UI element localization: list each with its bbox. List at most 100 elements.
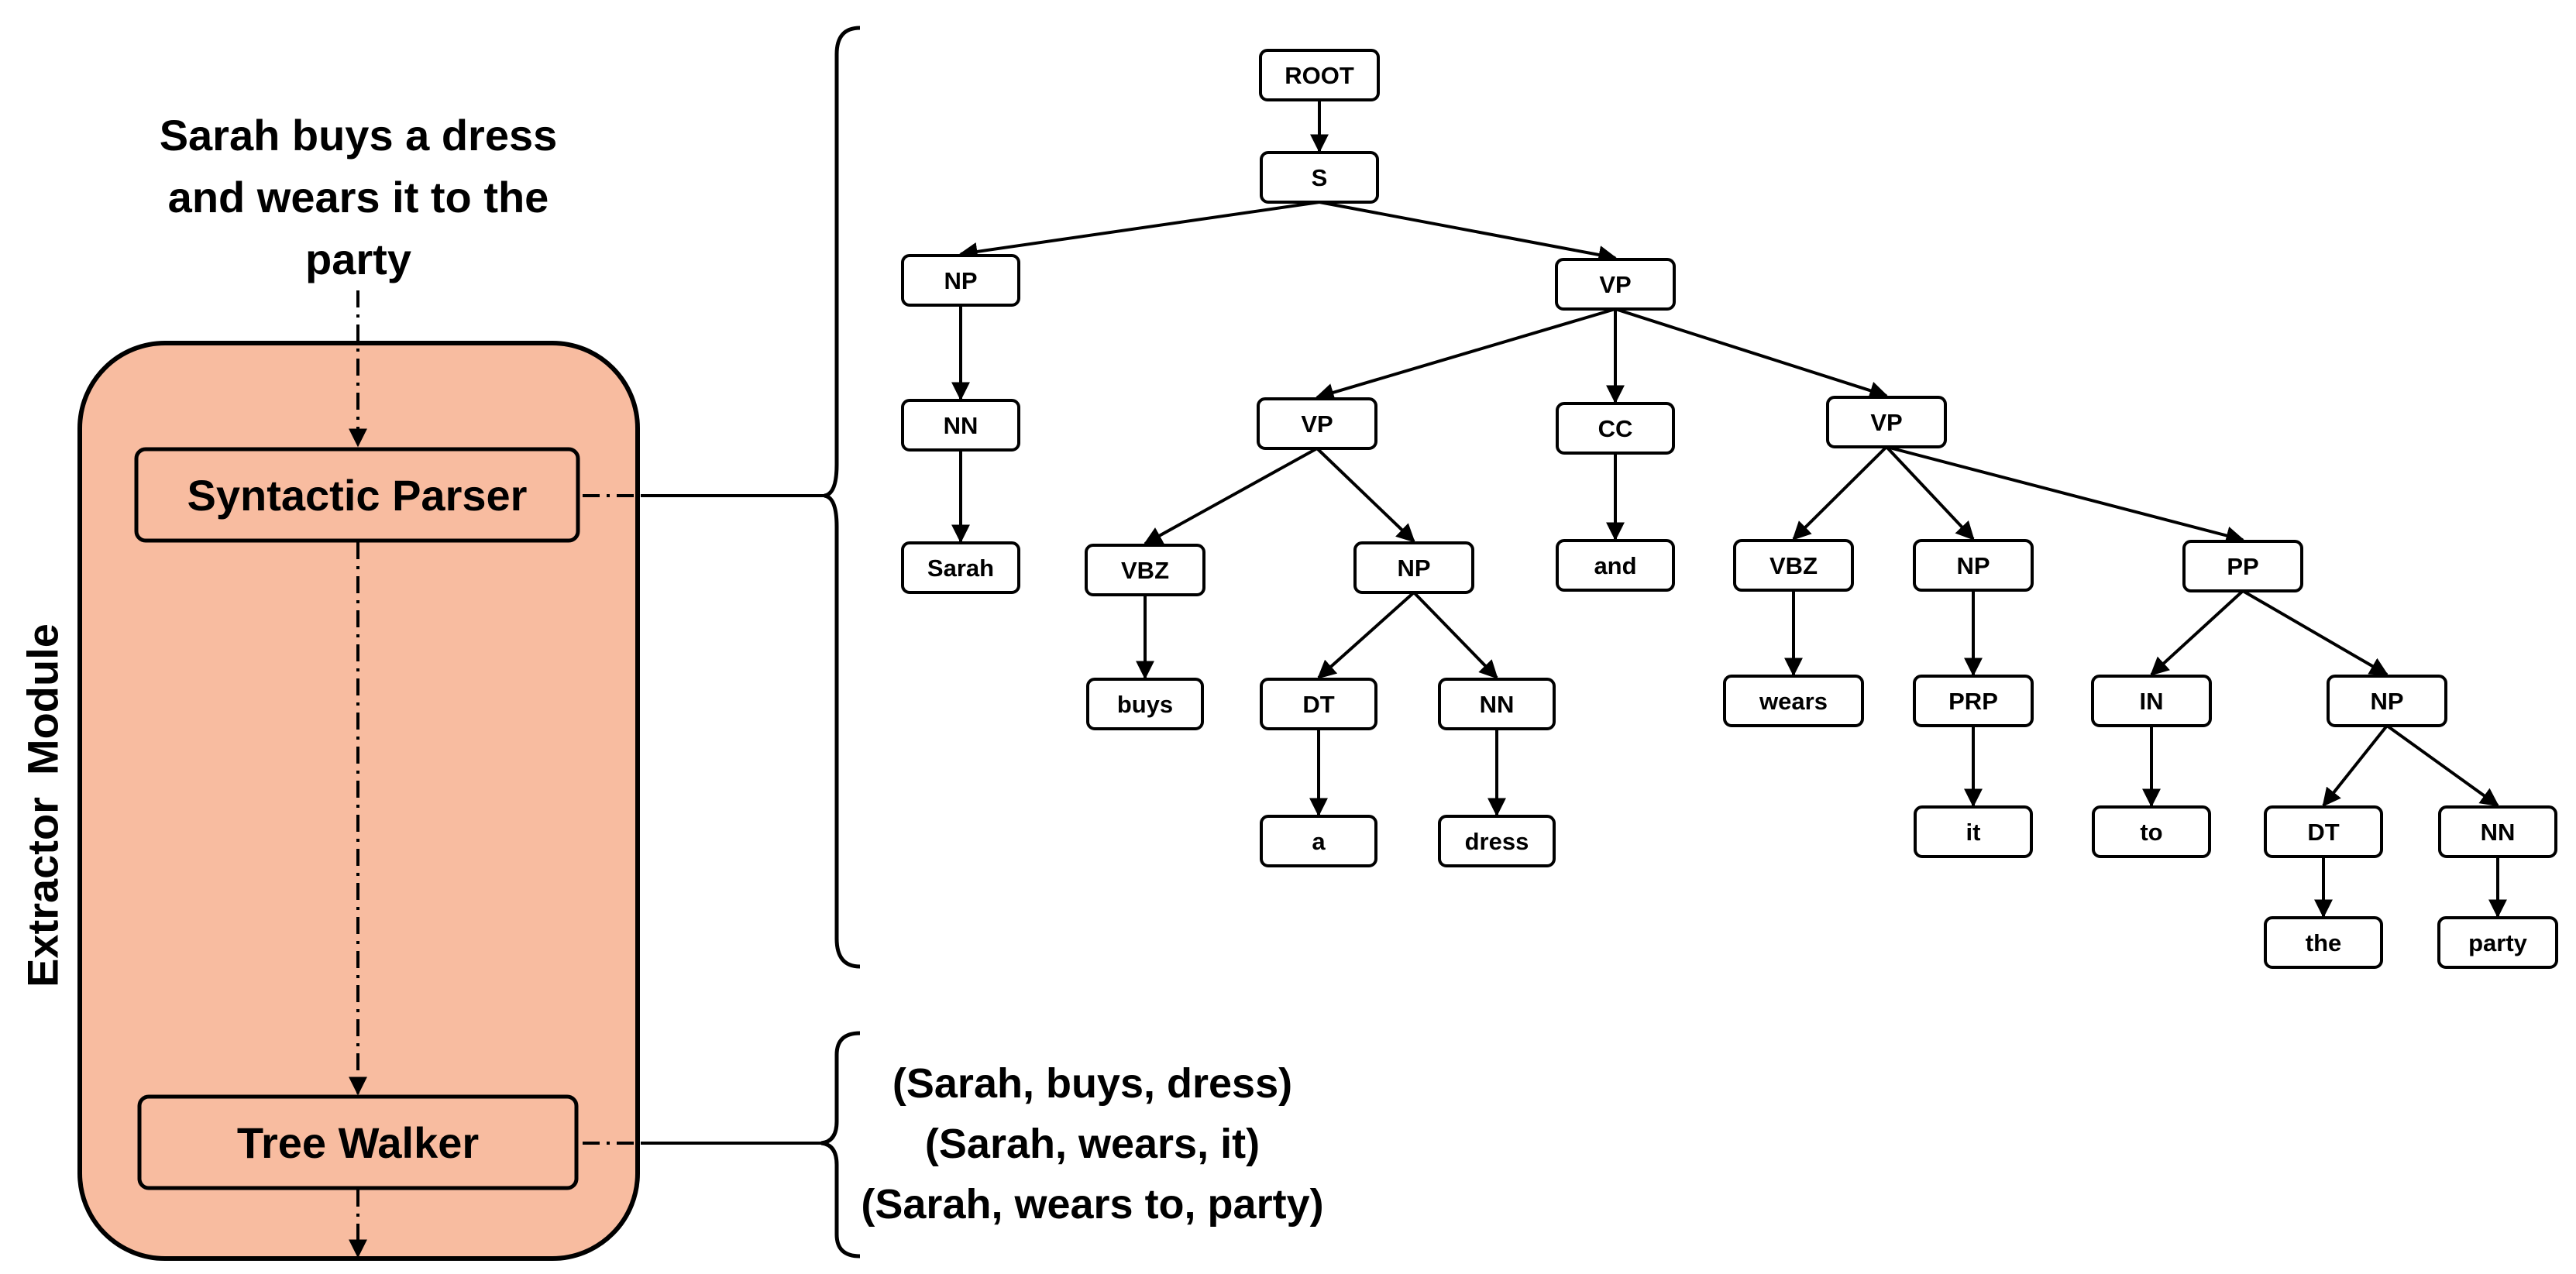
tree-node-box (2182, 540, 2303, 592)
tree-node-label: ROOT (1285, 62, 1354, 89)
tree-node-label: PRP (1948, 688, 1998, 715)
tree-node-pp[interactable]: PP (2182, 540, 2303, 592)
tree-node-label: dress (1465, 828, 1529, 855)
module-label-word-2: Module (18, 623, 67, 776)
tree-node-a[interactable]: a (1260, 815, 1377, 867)
tree-node-label: it (1966, 819, 1981, 846)
tree-node-party[interactable]: party (2437, 916, 2558, 969)
tree-node-sarah[interactable]: Sarah (901, 541, 1020, 594)
tree-node-label: the (2306, 929, 2342, 956)
tree-edge (2150, 589, 2244, 676)
tree-node-box (1723, 675, 1864, 727)
tree-node-label: and (1594, 552, 1636, 579)
tree-node-label: NP (2370, 688, 2403, 715)
extracted-triples: (Sarah, buys, dress) (Sarah, wears, it) … (844, 1053, 1340, 1235)
tree-edge (2385, 724, 2499, 807)
tree-edge (1319, 201, 1618, 264)
tree-edge (958, 201, 1320, 261)
tree-edge (1886, 445, 2245, 545)
tree-edge (2241, 589, 2389, 676)
tree-node-label: party (2468, 929, 2528, 956)
tree-node-label: Sarah (927, 555, 994, 582)
tree-node-it[interactable]: it (1914, 805, 2033, 858)
tree-node-label: VBZ (1121, 557, 1169, 584)
tree-node-label: VP (1301, 410, 1333, 438)
parse-tree-nodes: ROOT S NP NN Sarah VP VP VBZ buys NP DT a NN dress CC a… (901, 49, 2558, 969)
tree-node-box (1733, 539, 1854, 592)
tree-walker-label: Tree Walker (236, 1118, 480, 1167)
triple-2: (Sarah, wears, it) (924, 1121, 1260, 1167)
tree-node-box (2264, 916, 2383, 969)
tree-node-nn2[interactable]: NN (1438, 678, 1556, 730)
tree-node-prp[interactable]: PRP (1913, 675, 2034, 727)
tree-node-box (1260, 151, 1379, 204)
tree-node-vp2[interactable]: VP (1826, 396, 1947, 448)
tree-node-to[interactable]: to (2092, 805, 2211, 858)
tree-walker-box[interactable] (137, 1094, 579, 1190)
tree-node-label: NP (1397, 555, 1430, 582)
tree-node-box (1353, 541, 1474, 594)
tree-node-np1[interactable]: NP (901, 254, 1020, 307)
tree-node-box (1913, 675, 2034, 727)
tree-node-nn3[interactable]: NN (2438, 805, 2557, 858)
tree-node-np3[interactable]: NP (1913, 539, 2034, 592)
tree-node-the[interactable]: the (2264, 916, 2383, 969)
tree-node-label: NN (1480, 691, 1515, 718)
module-label-word-1: Extractor (18, 797, 67, 987)
tree-node-box (1914, 805, 2033, 858)
tree-node-wears[interactable]: wears (1723, 675, 1864, 727)
tree-node-vbz1[interactable]: VBZ (1085, 544, 1205, 596)
tree-node-box (1257, 397, 1377, 450)
tree-node-dress[interactable]: dress (1438, 815, 1556, 867)
tree-node-np4[interactable]: NP (2327, 675, 2447, 727)
tree-node-vp-main[interactable]: VP (1555, 258, 1676, 311)
syntactic-parser-label: Syntactic Parser (187, 470, 528, 520)
tree-node-box (1260, 678, 1377, 730)
tree-edge (1885, 445, 1975, 541)
connectors (643, 494, 827, 1145)
tree-node-label: DT (2307, 819, 2339, 846)
tree-node-vp1[interactable]: VP (1257, 397, 1377, 450)
tree-node-box (1085, 544, 1205, 596)
tree-node-dt2[interactable]: DT (2264, 805, 2383, 858)
tree-edge (1615, 307, 1889, 400)
tree-node-box (901, 399, 1020, 452)
tree-node-label: VBZ (1769, 552, 1818, 579)
tree-node-in[interactable]: IN (2091, 675, 2212, 727)
tree-node-box (1438, 815, 1556, 867)
tree-node-box (2327, 675, 2447, 727)
tree-node-s[interactable]: S (1260, 151, 1379, 204)
tree-node-root[interactable]: ROOT (1259, 49, 1380, 101)
tree-node-cc[interactable]: CC (1556, 402, 1675, 455)
tree-node-box (1438, 678, 1556, 730)
tree-node-box (1260, 815, 1377, 867)
tree-node-box (1913, 539, 2034, 592)
tree-node-box (901, 541, 1020, 594)
tree-node-vbz2[interactable]: VBZ (1733, 539, 1854, 592)
extractor-module-container (77, 341, 640, 1261)
tree-node-label: PP (2227, 553, 2258, 580)
tree-node-and[interactable]: and (1556, 539, 1675, 592)
tree-node-label: DT (1302, 691, 1334, 718)
tree-node-label: NP (1956, 552, 1990, 579)
tree-node-np2[interactable]: NP (1353, 541, 1474, 594)
tree-node-box (2437, 916, 2558, 969)
tree-node-label: S (1312, 164, 1328, 191)
input-sentence: Sarah buys a dress and wears it to the p… (159, 111, 558, 283)
tree-edge (1792, 445, 1888, 541)
tree-node-buys[interactable]: buys (1086, 678, 1204, 730)
tree-node-nn1[interactable]: NN (901, 399, 1020, 452)
parse-tree-edges (951, 100, 2507, 919)
tree-node-box (1555, 258, 1676, 311)
tree-node-box (2092, 805, 2211, 858)
syntactic-parser-box[interactable] (134, 447, 580, 543)
tree-node-label: VP (1599, 271, 1631, 298)
tree-node-dt1[interactable]: DT (1260, 678, 1377, 730)
tree-node-label: NP (944, 267, 977, 294)
tree-node-label: wears (1759, 688, 1828, 715)
tree-node-box (1259, 49, 1380, 101)
tree-edge (1412, 591, 1498, 679)
tree-node-label: NN (944, 412, 978, 439)
tree-node-box (1086, 678, 1204, 730)
